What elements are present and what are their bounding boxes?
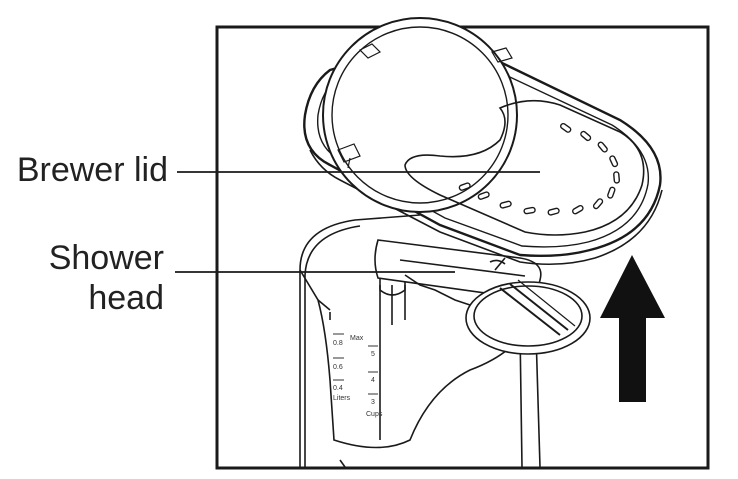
shower-head — [374, 239, 591, 355]
shower-head-label-line-2: head — [88, 279, 164, 317]
lift-up-arrow-icon — [600, 255, 665, 402]
lid-vents — [458, 122, 621, 216]
shower-head-label-line-1: Shower — [48, 239, 164, 277]
brewer-lid-label: Brewer lid — [16, 151, 168, 189]
carafe-markings: 0.8 0.6 0.4 Liters Max 5 4 3 Cups — [333, 333, 383, 418]
scale-0-4: 0.4 — [333, 385, 343, 392]
scale-liters: Liters — [333, 395, 351, 402]
shower-head-label: Shower head — [0, 238, 164, 318]
carafe — [299, 214, 541, 468]
scale-3: 3 — [371, 399, 375, 406]
scale-5: 5 — [371, 351, 375, 358]
scale-4: 4 — [371, 377, 375, 384]
scale-cups: Cups — [366, 411, 383, 418]
scale-0-8: 0.8 — [333, 340, 343, 347]
scale-max: Max — [350, 335, 364, 342]
scale-0-6: 0.6 — [333, 364, 343, 371]
brewer-lid — [303, 17, 663, 266]
